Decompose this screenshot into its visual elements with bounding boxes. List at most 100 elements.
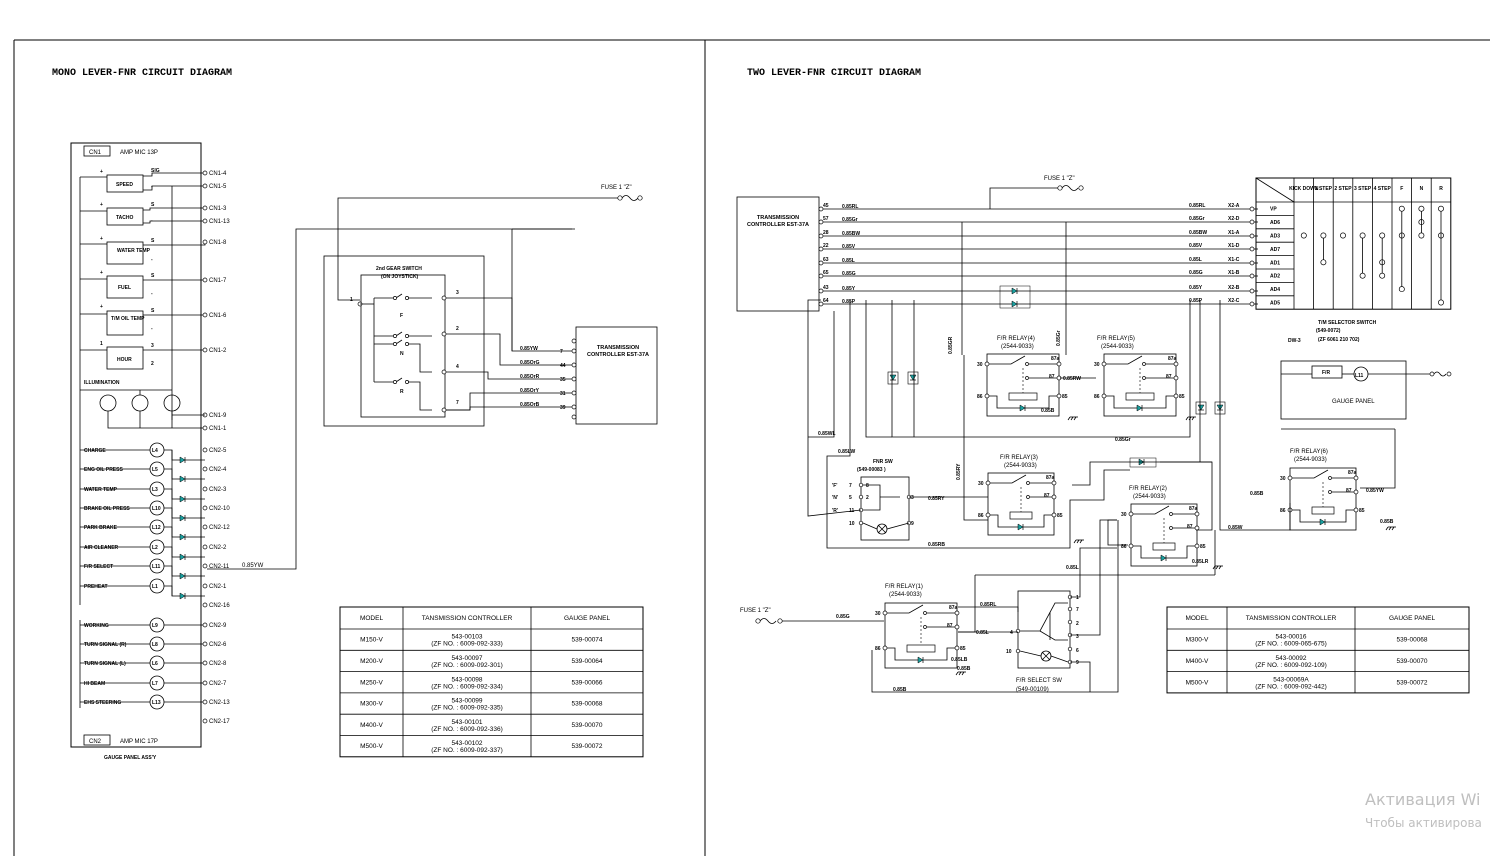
selector-contact	[1359, 272, 1366, 279]
selector-col-label: 2 STEP	[1334, 186, 1352, 192]
lamp-code: L7	[152, 681, 158, 687]
terminal	[1353, 489, 1359, 495]
gauge-speed: SPEED + SIG -	[80, 168, 205, 193]
terminal	[202, 680, 208, 686]
selector-contact	[1438, 299, 1444, 306]
diode-icon	[1011, 287, 1018, 295]
cn1-box-label: CN1	[89, 150, 102, 156]
diode-icon	[179, 553, 186, 561]
table-cell-model: M300-V	[360, 701, 383, 708]
cn2-box	[83, 734, 111, 746]
terminal	[1051, 512, 1057, 518]
gauge-water-temp: WATER TEMP + S -	[80, 236, 206, 265]
selector-contact	[1398, 205, 1405, 212]
lamp-code: L6	[152, 661, 158, 667]
relay-pin: 87	[1166, 374, 1172, 380]
svg-text:'F': 'F'	[832, 483, 837, 489]
svg-text:+: +	[100, 169, 103, 175]
left-tc-pins: 70.85YW440.85OrG350.85OrR310.85OrY390.85…	[446, 228, 577, 420]
lamp-label: PARK BRAKE	[84, 525, 118, 531]
terminal	[202, 563, 208, 569]
wire-label: 0.85Gr	[1115, 437, 1131, 443]
fr-select-sw-box	[1017, 590, 1071, 669]
relay-part: (2544-9033)	[1004, 463, 1037, 469]
svg-text:3: 3	[151, 343, 154, 349]
terminal	[202, 277, 208, 283]
selector-model: DW-3	[1288, 338, 1301, 344]
table-cell-model: M500-V	[360, 743, 383, 750]
terminal	[202, 544, 208, 550]
wire-label: 0.85RW	[1063, 376, 1081, 382]
fnr-sw-contacts: 'F' 'N' 'R' 7 8 5 2 11 3 10 9	[832, 482, 914, 535]
relay-pin: 87	[947, 623, 953, 629]
relay-pin: 30	[978, 481, 984, 487]
table-cell-gauge: 539-00068	[1396, 637, 1427, 644]
fnr-sw-label: FNR SW	[873, 459, 893, 465]
lamp-label: WATER TEMP	[84, 487, 118, 493]
table-header: TANSMISSION CONTROLLER	[1246, 615, 1337, 622]
relay-pin: 86	[977, 394, 983, 400]
diode-icon	[179, 592, 186, 600]
selector-contact	[1379, 232, 1386, 239]
lamp-label: WORKING	[84, 623, 109, 629]
cn2-terminal-label: CN2-5	[209, 448, 227, 454]
relay-pin: 30	[977, 362, 983, 368]
table-cell-gauge: 539-00064	[571, 658, 602, 665]
table-cell-gauge: 539-00072	[571, 743, 602, 750]
lamp-code: L3	[152, 487, 158, 493]
wire-yw-out	[207, 228, 575, 570]
wire-label: 0.85RL	[980, 602, 996, 608]
cn1-terminals: CN1-4CN1-5CN1-3CN1-13CN1-8CN1-7CN1-6CN1-…	[172, 170, 230, 432]
cn2-terminal-label: CN2-4	[209, 467, 227, 473]
ground-icon	[1067, 416, 1078, 421]
diode-icon	[1195, 401, 1207, 415]
tc-wire-label: 0.85BW	[1189, 230, 1207, 236]
relay-pin: 86	[1280, 508, 1286, 514]
terminal	[1128, 511, 1134, 517]
terminal	[571, 362, 577, 368]
table-cell-zf: (ZF NO. : 6009-092-442)	[1255, 683, 1327, 690]
tc-pin-label: 65	[823, 270, 829, 276]
terminal	[1051, 494, 1057, 500]
selector-row-label: AD6	[1270, 220, 1280, 226]
relay-part: (2544-9033)	[1101, 344, 1134, 350]
table-header: TANSMISSION CONTROLLER	[422, 615, 513, 622]
selector-row-label: AD1	[1270, 260, 1280, 266]
terminal	[1173, 393, 1179, 399]
relay-pin: 85	[960, 646, 966, 652]
cn2-connector-label: AMP MIC 17P	[120, 739, 158, 745]
selector-contact	[1398, 286, 1405, 293]
selector-contact	[1320, 259, 1327, 266]
svg-text:7: 7	[849, 483, 852, 489]
svg-text:2: 2	[151, 361, 154, 367]
relay-name: F/R RELAY(6)	[1290, 449, 1328, 455]
cn1-terminal-label: CN1-6	[209, 313, 227, 319]
terminal	[954, 645, 960, 651]
terminal	[1128, 543, 1134, 549]
table-cell-zf: (ZF NO. : 6009-092-337)	[431, 747, 503, 754]
relay-pin: 87a	[949, 605, 958, 611]
relay-pin: 85	[1179, 394, 1185, 400]
relay-pin: 86	[1094, 394, 1100, 400]
tc-wire-label: 0.85L	[1189, 257, 1202, 263]
gear-switch-subtitle: (ON JOYSTICK)	[381, 274, 419, 280]
svg-text:3: 3	[456, 290, 459, 296]
terminal	[202, 312, 208, 318]
ground-icon	[1073, 539, 1084, 544]
lamp-code: L2	[152, 545, 158, 551]
table-cell-controller: 543-00097	[451, 655, 482, 662]
tc-wire-label: 0.85Y	[842, 286, 856, 292]
terminal	[571, 404, 577, 410]
wire-label: 0.85B	[1250, 491, 1264, 497]
svg-text:7: 7	[456, 400, 459, 406]
tc-wire-label: 0.85OrY	[520, 388, 540, 394]
table-cell-zf: (ZF NO. : 6009-092-301)	[431, 662, 503, 669]
diode-icon	[179, 514, 186, 522]
ground-icon	[955, 671, 966, 676]
relay-pin: 87a	[1168, 356, 1177, 362]
diode-icon	[179, 533, 186, 541]
svg-text:N: N	[400, 351, 404, 357]
gauge-hour: HOUR 1 3 2	[80, 341, 205, 370]
